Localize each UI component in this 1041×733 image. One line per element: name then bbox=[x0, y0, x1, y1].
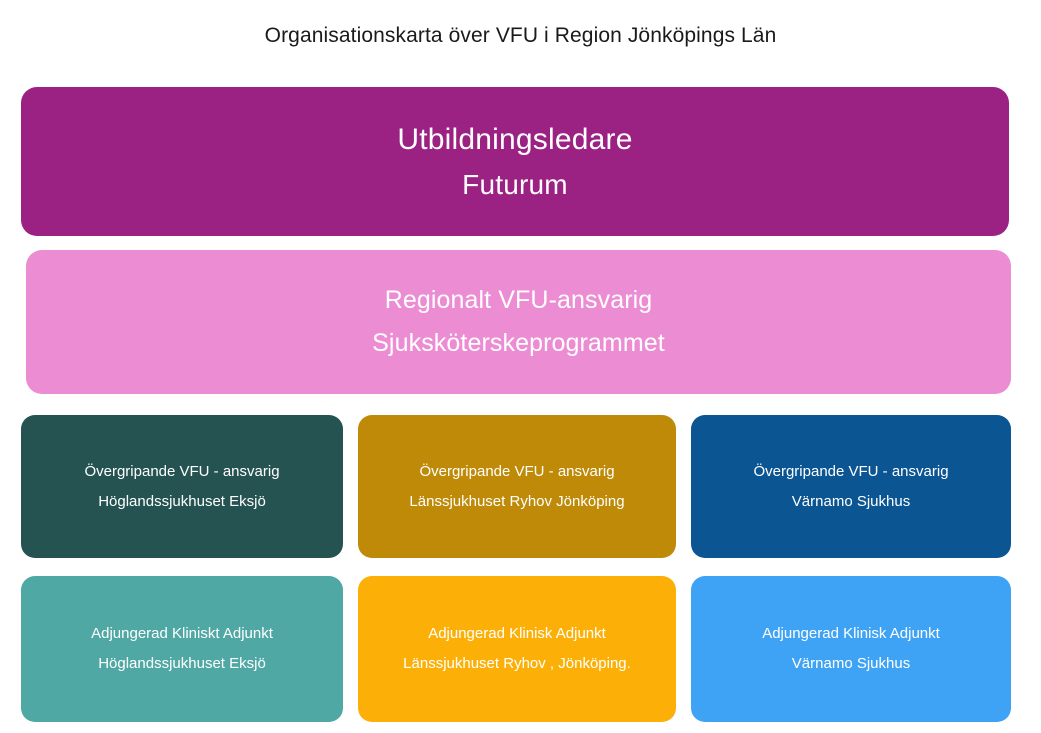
org-node-overgripande-ryhov[interactable]: Övergripande VFU - ansvarig Länssjukhuse… bbox=[358, 415, 676, 558]
org-node-subtitle-line: Värnamo Sjukhus bbox=[791, 492, 911, 510]
org-node-title-line: Övergripande VFU - ansvarig bbox=[84, 462, 280, 480]
org-node-utbildningsledare[interactable]: Utbildningsledare Futurum bbox=[21, 87, 1009, 236]
org-node-title-line: Utbildningsledare bbox=[397, 122, 633, 156]
org-node-subtitle-line: Höglandssjukhuset Eksjö bbox=[98, 655, 266, 672]
org-node-title-line: Adjungerad Klinisk Adjunkt bbox=[428, 625, 606, 642]
org-node-subtitle-line: Höglandssjukhuset Eksjö bbox=[98, 492, 266, 510]
org-node-subtitle-line: Futurum bbox=[462, 168, 568, 200]
org-node-adjunkt-eksjo[interactable]: Adjungerad Kliniskt Adjunkt Höglandssjuk… bbox=[21, 576, 343, 722]
org-node-subtitle-line: Sjuksköterskeprogrammet bbox=[372, 329, 665, 357]
page-title: Organisationskarta över VFU i Region Jön… bbox=[264, 24, 777, 47]
org-node-subtitle-line: Värnamo Sjukhus bbox=[791, 655, 911, 672]
org-node-title-line: Adjungerad Klinisk Adjunkt bbox=[762, 625, 940, 642]
org-node-title-line: Övergripande VFU - ansvarig bbox=[419, 462, 615, 480]
org-node-title-line: Adjungerad Kliniskt Adjunkt bbox=[91, 625, 273, 642]
org-node-overgripande-eksjo[interactable]: Övergripande VFU - ansvarig Höglandssjuk… bbox=[21, 415, 343, 558]
org-node-title-line: Regionalt VFU-ansvarig bbox=[384, 286, 653, 314]
org-node-adjunkt-ryhov[interactable]: Adjungerad Klinisk Adjunkt Länssjukhuset… bbox=[358, 576, 676, 722]
org-node-overgripande-varnamo[interactable]: Övergripande VFU - ansvarig Värnamo Sjuk… bbox=[691, 415, 1011, 558]
org-node-regionalt-vfu-ansvarig[interactable]: Regionalt VFU-ansvarig Sjuksköterskeprog… bbox=[26, 250, 1011, 394]
org-node-subtitle-line: Länssjukhuset Ryhov , Jönköping. bbox=[403, 655, 631, 672]
org-node-adjunkt-varnamo[interactable]: Adjungerad Klinisk Adjunkt Värnamo Sjukh… bbox=[691, 576, 1011, 722]
org-node-title-line: Övergripande VFU - ansvarig bbox=[753, 462, 949, 480]
org-node-subtitle-line: Länssjukhuset Ryhov Jönköping bbox=[409, 492, 625, 510]
